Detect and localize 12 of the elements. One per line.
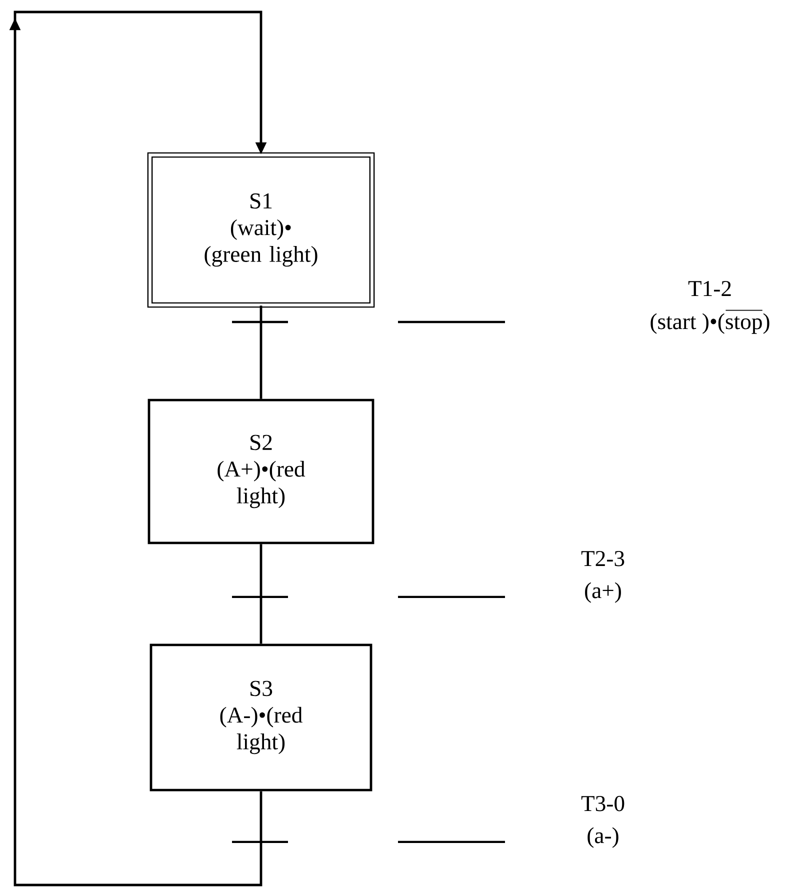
step-box: S3 (A-)•(red light) bbox=[150, 644, 372, 792]
loop-arrow bbox=[9, 10, 267, 886]
transition-condition: (start )•(stop) bbox=[650, 313, 770, 334]
step-box: S2 (A+)•(red light) bbox=[148, 398, 374, 544]
transition-name: T3-0 bbox=[581, 796, 624, 812]
transition-condition: (a-) bbox=[588, 827, 618, 848]
step-box: S1 (wait)• (green light) bbox=[147, 152, 375, 308]
transition-name: T2-3 bbox=[581, 550, 624, 566]
transition-condition: (a+) bbox=[585, 582, 621, 603]
link-line bbox=[260, 306, 262, 399]
link-line bbox=[260, 544, 262, 644]
transition-name: T1-2 bbox=[688, 280, 731, 296]
